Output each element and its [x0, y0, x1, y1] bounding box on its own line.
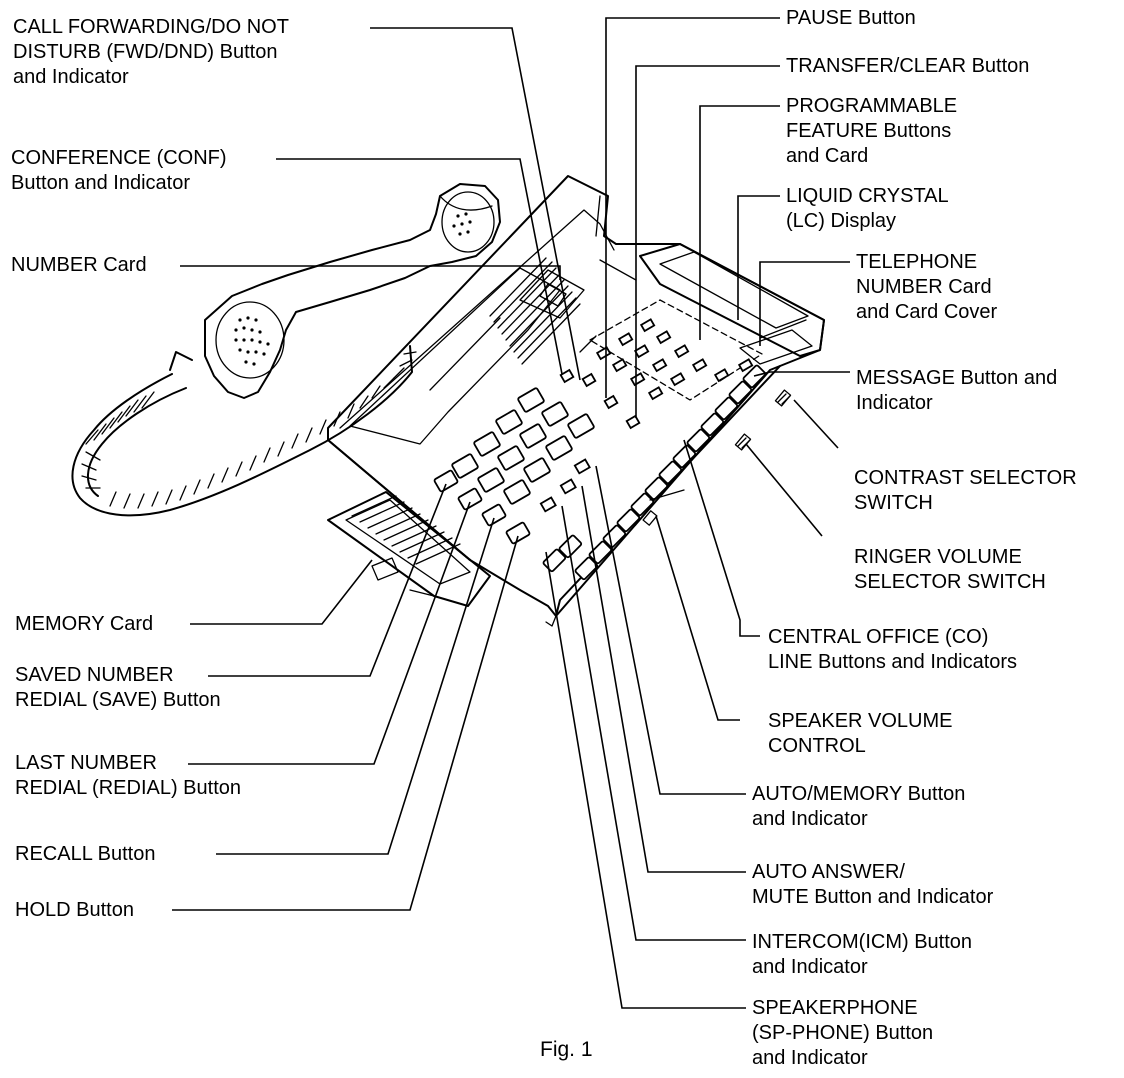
- label-prog: PROGRAMMABLE FEATURE Buttons and Card: [786, 95, 958, 167]
- label-hold: HOLD Button: [15, 899, 134, 921]
- label-transfer: TRANSFER/CLEAR Button: [786, 55, 1030, 77]
- label-save: SAVED NUMBER REDIAL (SAVE) Button: [15, 664, 221, 711]
- label-message: MESSAGE Button and Indicator: [856, 367, 1058, 414]
- label-redial: LAST NUMBER REDIAL (REDIAL) Button: [15, 752, 242, 799]
- label-sp-phone: SPEAKERPHONE (SP-PHONE) Button and Indic…: [752, 997, 934, 1069]
- leader-fwd-dnd: [370, 27, 581, 381]
- dial-keypad: [451, 387, 595, 505]
- leader-spk-vol: [655, 515, 740, 721]
- handset: [204, 183, 501, 399]
- function-keys-small: [539, 368, 641, 513]
- leader-number-card: [180, 265, 561, 280]
- leader-auto-mem: [595, 465, 746, 795]
- label-lcd: LIQUID CRYSTAL (LC) Display: [786, 185, 949, 232]
- label-number-card: NUMBER Card: [11, 254, 147, 276]
- co-line-keys: [542, 364, 767, 581]
- label-auto-mem: AUTO/MEMORY Button and Indicator: [752, 783, 966, 830]
- label-pause: PAUSE Button: [786, 7, 916, 29]
- label-icm: INTERCOM(ICM) Button and Indicator: [752, 931, 973, 978]
- leader-co-line: [683, 439, 760, 637]
- label-contrast: CONTRAST SELECTOR SWITCH: [854, 467, 1077, 514]
- leader-redial: [188, 501, 471, 765]
- label-memory-card: MEMORY Card: [15, 613, 154, 635]
- leader-icm: [561, 505, 746, 941]
- leader-tel-card: [759, 261, 850, 346]
- leader-recall: [216, 517, 495, 855]
- mouthpiece-holes: [234, 316, 270, 366]
- label-tel-card: TELEPHONE NUMBER Card and Card Cover: [856, 251, 998, 323]
- label-fwd-dnd: CALL FORWARDING/DO NOT DISTURB (FWD/DND)…: [13, 16, 289, 88]
- leader-transfer: [635, 65, 780, 418]
- leader-lines: [172, 17, 850, 1009]
- earpiece-holes: [452, 212, 472, 236]
- left-function-keys: [433, 469, 531, 545]
- leader-lcd: [737, 195, 780, 320]
- leader-auto-ans: [581, 485, 746, 873]
- lc-display-window: [659, 251, 809, 329]
- label-conf: CONFERENCE (CONF) Button and Indicator: [11, 147, 227, 194]
- leader-conf: [276, 158, 563, 375]
- leader-hold: [172, 535, 519, 911]
- label-spk-vol: SPEAKER VOLUME CONTROL: [768, 710, 953, 757]
- programmable-feature-keys: [595, 318, 754, 401]
- leader-contrast: [793, 399, 839, 449]
- leader-pause: [605, 17, 780, 398]
- coiled-cord: [71, 345, 417, 517]
- speaker-grille: [489, 257, 581, 365]
- label-recall: RECALL Button: [15, 843, 156, 865]
- leader-ringer: [745, 443, 823, 537]
- leader-prog: [699, 105, 780, 340]
- leader-memory-card: [190, 559, 373, 625]
- leader-sp-phone: [545, 551, 746, 1009]
- leader-save: [208, 483, 447, 677]
- label-ringer: RINGER VOLUME SELECTOR SWITCH: [854, 546, 1046, 593]
- side-switches: [642, 389, 792, 526]
- label-auto-ans: AUTO ANSWER/ MUTE Button and Indicator: [752, 861, 994, 908]
- figure-caption: Fig. 1: [540, 1038, 593, 1061]
- label-co-line: CENTRAL OFFICE (CO) LINE Buttons and Ind…: [768, 626, 1018, 673]
- leader-message: [753, 371, 850, 377]
